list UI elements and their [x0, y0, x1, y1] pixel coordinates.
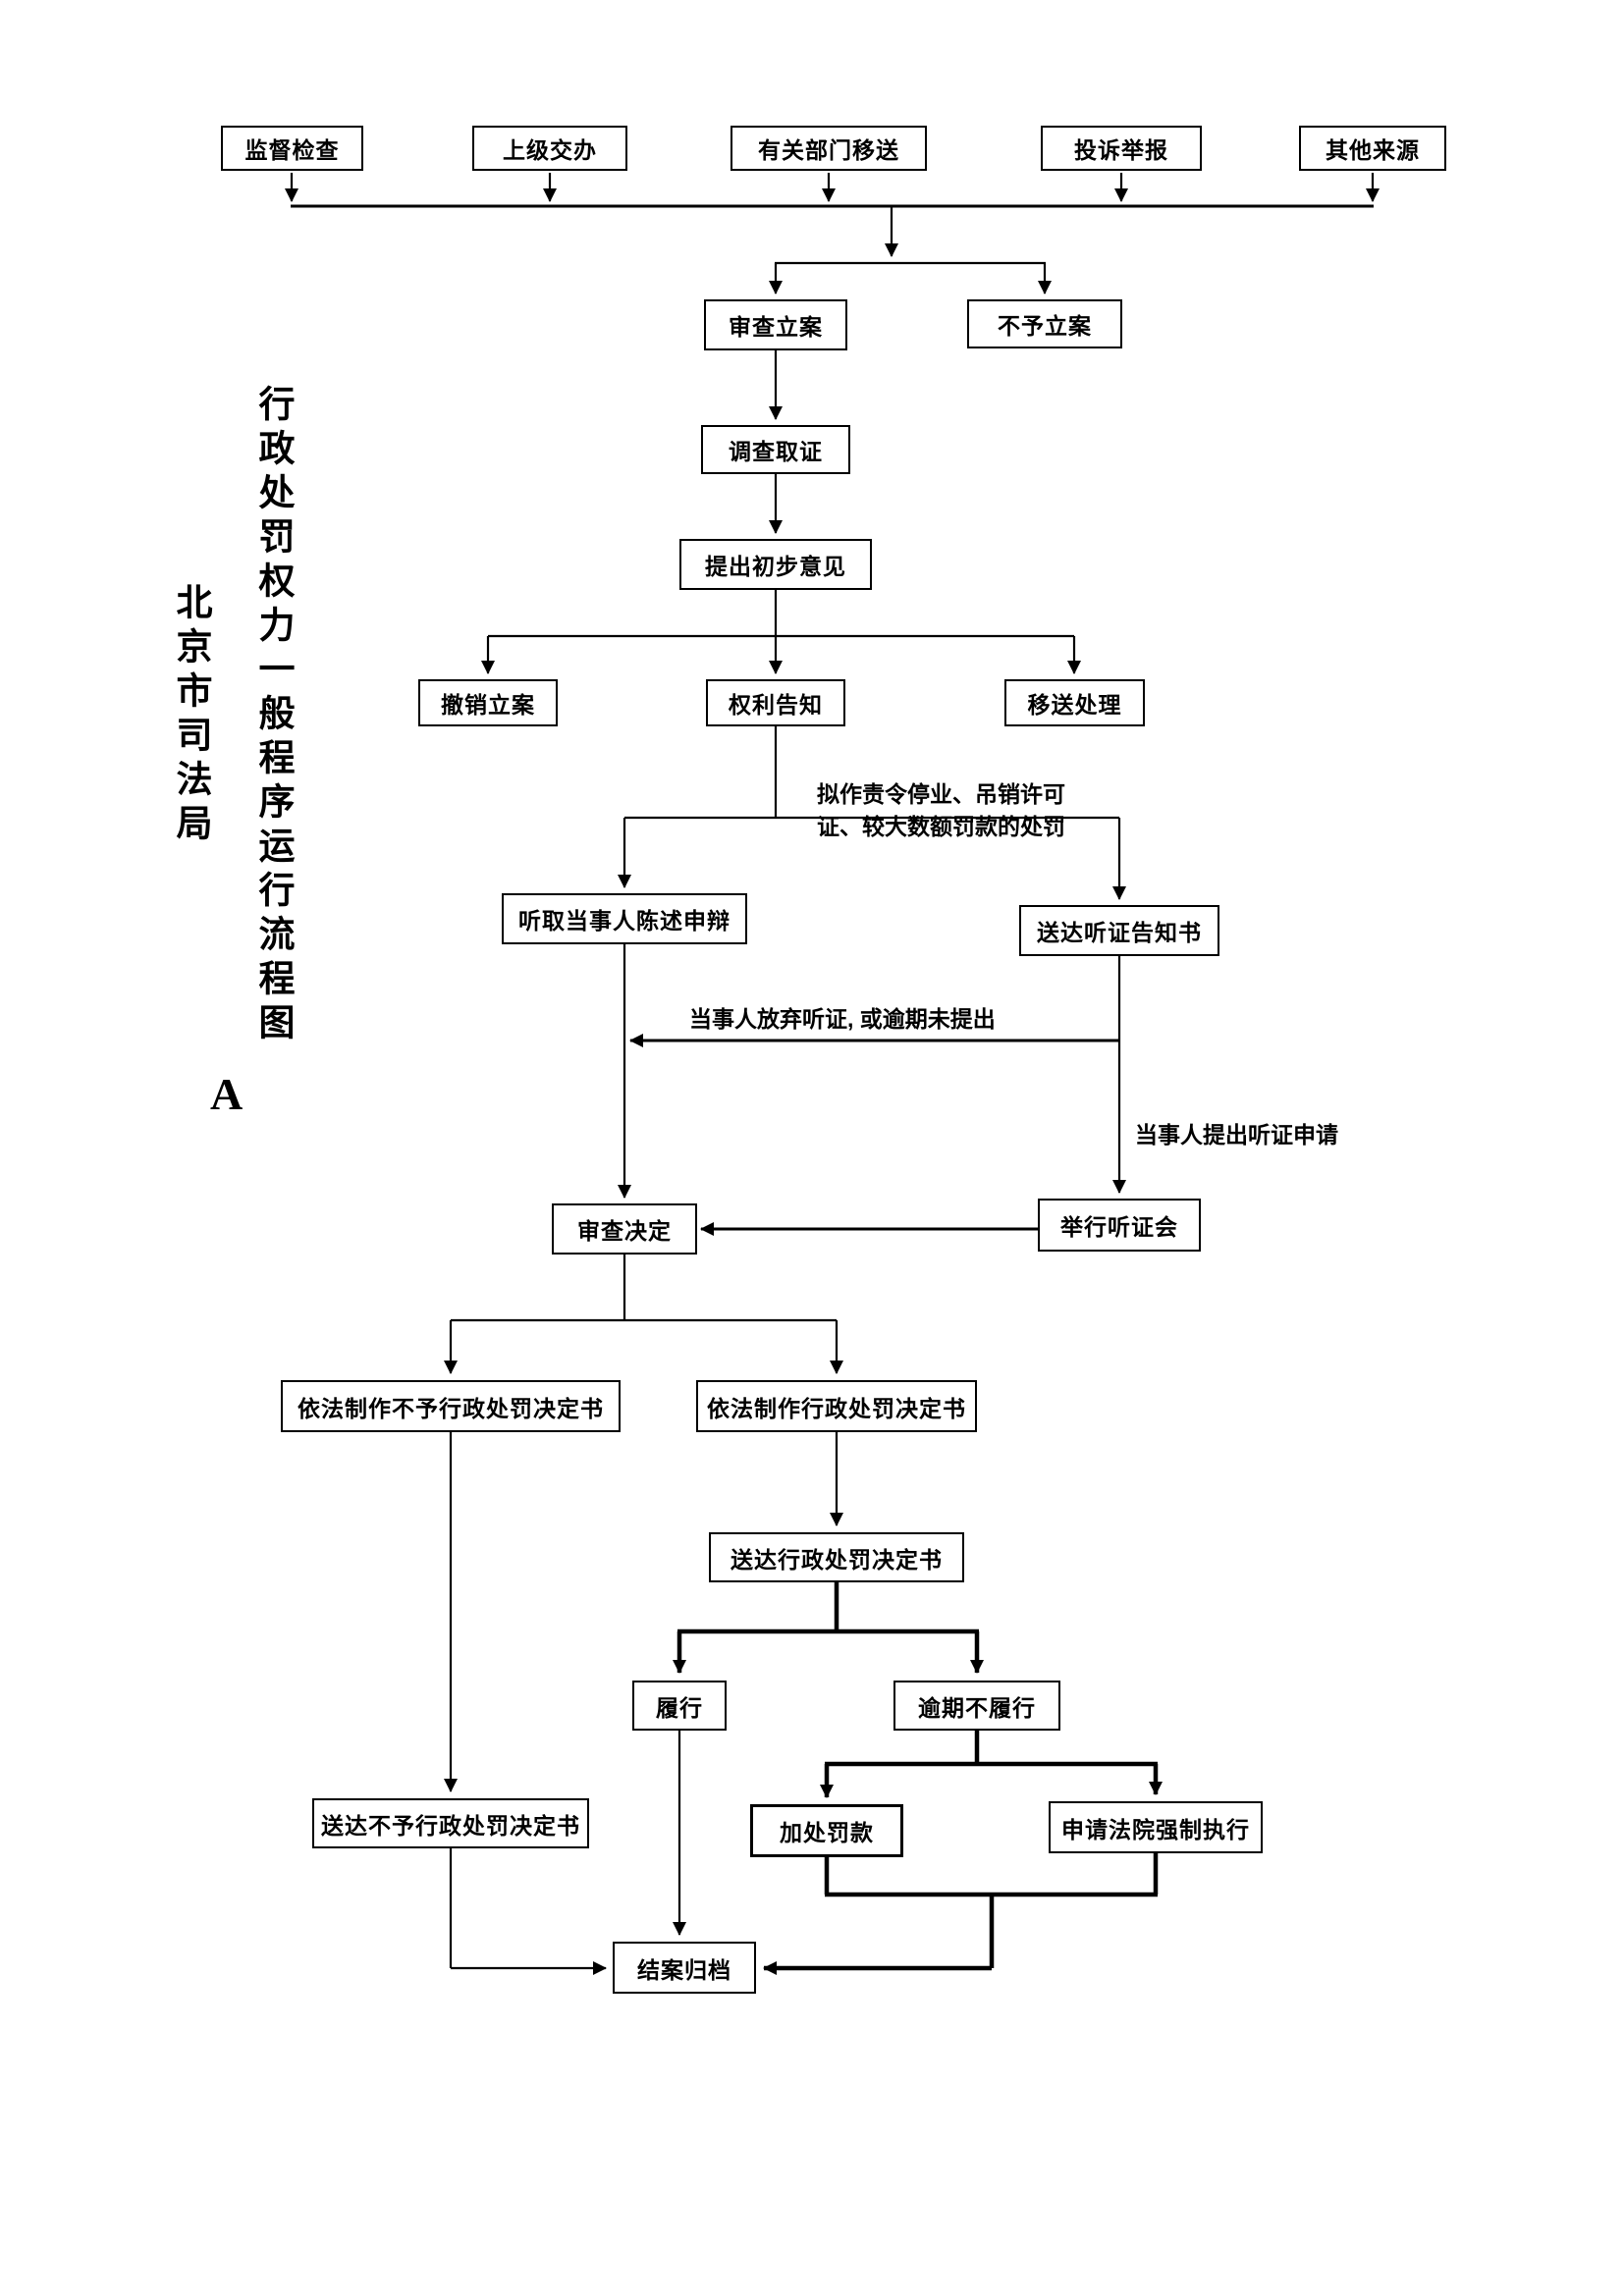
node-hold-hearing: 举行听证会 [1038, 1199, 1201, 1252]
node-close-archive: 结案归档 [613, 1942, 756, 1994]
node-review-decision: 审查决定 [552, 1203, 697, 1255]
node-department-transfer: 有关部门移送 [731, 126, 927, 171]
edge-label-penalty-condition: 拟作责令停业、吊销许可 证、较大数额罚款的处罚 [817, 778, 1065, 843]
node-hear-statement-defense: 听取当事人陈述申辩 [502, 893, 747, 944]
section-marker: A [210, 1069, 244, 1119]
node-investigate-evidence: 调查取证 [701, 425, 850, 474]
node-supervision-check: 监督检查 [221, 126, 363, 171]
node-transfer-handling: 移送处理 [1004, 679, 1145, 726]
node-other-sources: 其他来源 [1299, 126, 1446, 171]
node-superior-assignment: 上级交办 [472, 126, 627, 171]
edge-label-request-hearing: 当事人提出听证申请 [1135, 1122, 1338, 1148]
node-preliminary-opinion: 提出初步意见 [679, 539, 872, 590]
page-title: 行政处罚权力一般程序运行流程图 [252, 385, 293, 1047]
node-additional-fine: 加处罚款 [750, 1804, 903, 1857]
node-court-enforcement: 申请法院强制执行 [1049, 1801, 1263, 1853]
node-no-filing: 不予立案 [967, 299, 1122, 348]
node-review-filing: 审查立案 [704, 299, 847, 350]
node-perform: 履行 [632, 1681, 727, 1731]
node-complaint-report: 投诉举报 [1041, 126, 1202, 171]
node-make-penalty-decision: 依法制作行政处罚决定书 [696, 1380, 977, 1432]
edge-label-waive-hearing: 当事人放弃听证, 或逾期未提出 [689, 1006, 996, 1032]
edge-label-penalty-condition-line2: 证、较大数额罚款的处罚 [817, 814, 1065, 839]
node-serve-penalty-decision: 送达行政处罚决定书 [709, 1532, 964, 1582]
node-serve-hearing-notice: 送达听证告知书 [1019, 905, 1219, 956]
node-revoke-filing: 撤销立案 [418, 679, 558, 726]
node-serve-no-penalty-decision: 送达不予行政处罚决定书 [312, 1798, 589, 1848]
node-overdue-nonperformance: 逾期不履行 [893, 1681, 1060, 1731]
org-title: 北京市司法局 [170, 583, 210, 848]
node-make-no-penalty-decision: 依法制作不予行政处罚决定书 [281, 1380, 621, 1432]
node-rights-notification: 权利告知 [706, 679, 845, 726]
edge-label-penalty-condition-line1: 拟作责令停业、吊销许可 [817, 781, 1065, 807]
